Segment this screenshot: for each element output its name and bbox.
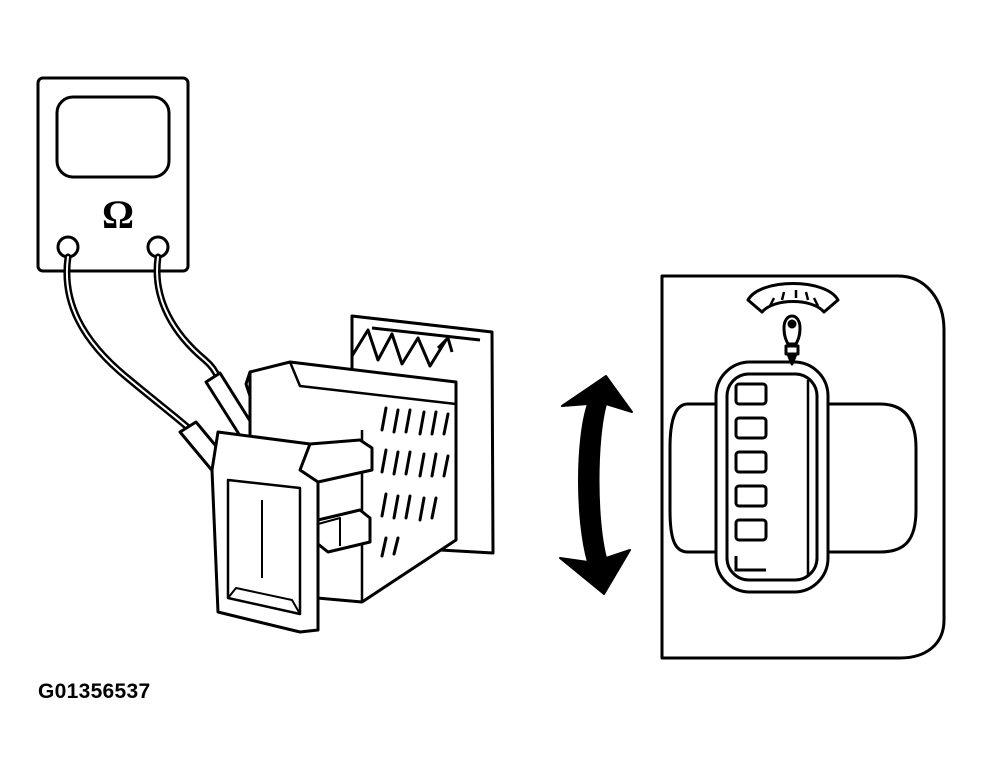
test-lead-left xyxy=(63,253,197,436)
switch-front-panel xyxy=(660,274,946,660)
headlight-dimmer-icon xyxy=(746,282,840,366)
figure-id-label: G01356537 xyxy=(38,680,151,703)
ohm-symbol: Ω xyxy=(102,192,134,237)
knob-ridges xyxy=(734,382,768,572)
ohmmeter-display xyxy=(55,95,171,179)
test-lead-right xyxy=(153,253,222,382)
rotate-arrow-icon xyxy=(559,375,633,595)
dimmer-switch-assembly xyxy=(210,314,495,634)
ohmmeter xyxy=(36,76,190,273)
housing-vents xyxy=(380,406,450,558)
dimmer-knob-grip xyxy=(725,372,819,582)
test-leads xyxy=(63,253,222,436)
ohmmeter-body xyxy=(36,76,190,273)
